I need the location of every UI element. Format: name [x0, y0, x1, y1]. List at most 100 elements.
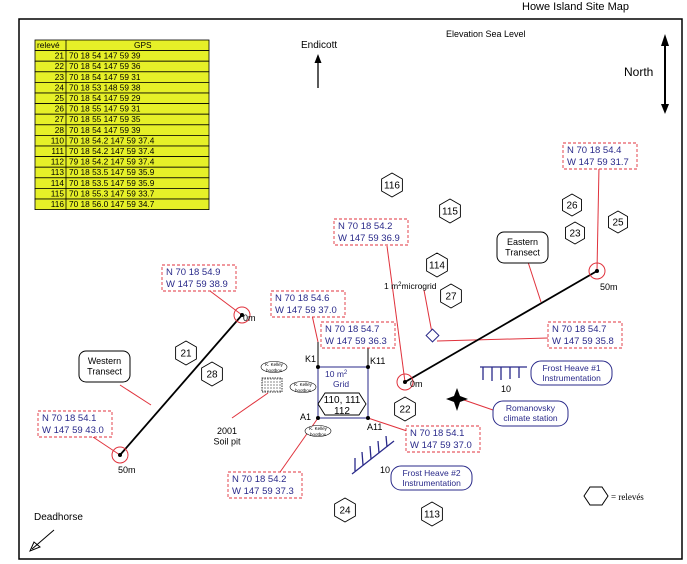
- north-label: North: [624, 65, 653, 79]
- gps-west: W 147 59 37.3: [232, 486, 294, 497]
- table-row: 116 70 18 56.0 147 59 34.7: [34, 198, 210, 211]
- table-row: 22 70 18 54 147 59 36: [34, 60, 210, 73]
- table-cell-gps: 79 18 54.2 147 59 37.4: [69, 157, 155, 167]
- table-cell-releve: 112: [51, 157, 65, 167]
- gps-north: N 70 18 54.7: [552, 324, 606, 335]
- releve-hexagon-label: 116: [384, 181, 400, 192]
- table-row: 111 70 18 54.2 147 59 37.4: [34, 145, 210, 158]
- releve-hexagon-label: 24: [339, 506, 351, 517]
- gps-box-e-transect-50m: N 70 18 54.4W 147 59 31.7: [562, 142, 638, 170]
- releve-hexagon: 114: [426, 252, 448, 278]
- gps-west: W 147 59 35.8: [552, 336, 614, 347]
- releve-hexagon: 24: [334, 497, 356, 523]
- legend-hexagon-icon: [583, 486, 609, 506]
- map-title: Howe Island Site Map: [522, 1, 629, 13]
- releve-hexagon-label: 27: [445, 292, 457, 303]
- table-cell-gps: 70 18 54 147 59 36: [69, 61, 141, 71]
- microgrid-marker: [425, 328, 440, 343]
- gps-north: N 70 18 54.7: [325, 324, 379, 335]
- gps-box-a11: N 70 18 54.1W 147 59 37.0: [405, 425, 481, 453]
- releve-hexagon-label: 26: [566, 201, 578, 212]
- gps-box-e-transect-0m: N 70 18 54.2W 147 59 36.9: [333, 218, 409, 246]
- gps-box-k11: N 70 18 54.7W 147 59 36.3: [320, 321, 396, 349]
- table-cell-gps: 70 18 54 147 59 39: [69, 125, 141, 135]
- grid-corner-a1: A1: [300, 412, 311, 422]
- eastern-transect-0m: 0m: [410, 379, 423, 389]
- releve-hexagon: 25: [608, 210, 628, 234]
- gps-west: W 147 59 36.9: [338, 233, 400, 244]
- ten-meter-grid: [316, 342, 370, 420]
- table-cell-gps: 70 18 54 147 59 31: [69, 72, 141, 82]
- table-cell-gps: 70 18 54 147 59 39: [69, 51, 141, 61]
- table-cell-gps: 70 18 56.0 147 59 34.7: [69, 199, 155, 209]
- deadhorse-label: Deadhorse: [34, 512, 83, 523]
- table-cell-releve: 28: [55, 125, 65, 135]
- gps-west: W 147 59 43.0: [42, 425, 104, 436]
- grid-corner-k1: K1: [305, 354, 316, 364]
- table-row: 26 70 18 55 147 59 31: [34, 103, 210, 115]
- releve-hexagon-label: 115: [442, 207, 458, 218]
- gps-north: N 70 18 54.1: [42, 413, 96, 424]
- releve-hexagon: 113: [421, 501, 443, 527]
- releve-hexagon-label: 114: [429, 261, 445, 272]
- releve-hexagon: 26: [562, 193, 582, 217]
- eastern-transect-line: [396, 262, 606, 391]
- endicott-arrow-icon: [314, 54, 322, 88]
- table-cell-gps: 70 18 55 147 59 31: [69, 104, 141, 114]
- releve-hexagon-label: 22: [399, 405, 411, 416]
- gps-box-k1: N 70 18 54.6W 147 59 37.0: [270, 290, 346, 318]
- gps-north: N 70 18 54.1: [410, 428, 464, 439]
- releve-hexagon-label: 23: [569, 229, 581, 240]
- table-cell-releve: 27: [55, 114, 65, 124]
- table-cell-gps: 70 18 53.5 147 59 35.9: [69, 167, 155, 177]
- gps-box-w-transect-50m: N 70 18 54.1W 147 59 43.0: [37, 410, 113, 438]
- table-cell-releve: 111: [51, 146, 64, 156]
- releve-hexagon: 28: [201, 361, 223, 387]
- table-cell-releve: 26: [55, 104, 65, 114]
- gps-north: N 70 18 54.2: [338, 221, 392, 232]
- releve-hexagon: 115: [439, 198, 461, 224]
- frost-heave-2-count: 10: [380, 465, 390, 475]
- gps-west: W 147 59 36.3: [325, 336, 387, 347]
- table-cell-releve: 110: [51, 135, 65, 145]
- grid-corner-k11: K11: [370, 356, 385, 366]
- table-cell-gps: 70 18 54.2 147 59 37.4: [69, 146, 155, 156]
- table-cell-releve: 116: [51, 199, 65, 209]
- releve-hexagon: 23: [565, 221, 585, 245]
- table-row: 114 70 18 53.5 147 59 35.9: [34, 177, 210, 189]
- table-header-releve: relevé: [37, 40, 60, 50]
- table-cell-releve: 114: [51, 178, 65, 188]
- western-transect-50m: 50m: [118, 465, 136, 475]
- western-transect-0m: 0m: [243, 313, 256, 323]
- table-cell-gps: 70 18 54.2 147 59 37.4: [69, 135, 155, 145]
- gps-north: N 70 18 54.2: [232, 474, 286, 485]
- table-cell-gps: 70 18 54 147 59 29: [69, 93, 141, 103]
- table-cell-gps: 70 18 53.5 147 59 35.9: [69, 178, 155, 188]
- table-cell-gps: 70 18 53 148 59 38: [69, 82, 141, 92]
- table-cell-releve: 22: [55, 61, 65, 71]
- table-cell-gps: 70 18 55 147 59 35: [69, 114, 141, 124]
- releve-hexagon: 27: [440, 283, 462, 309]
